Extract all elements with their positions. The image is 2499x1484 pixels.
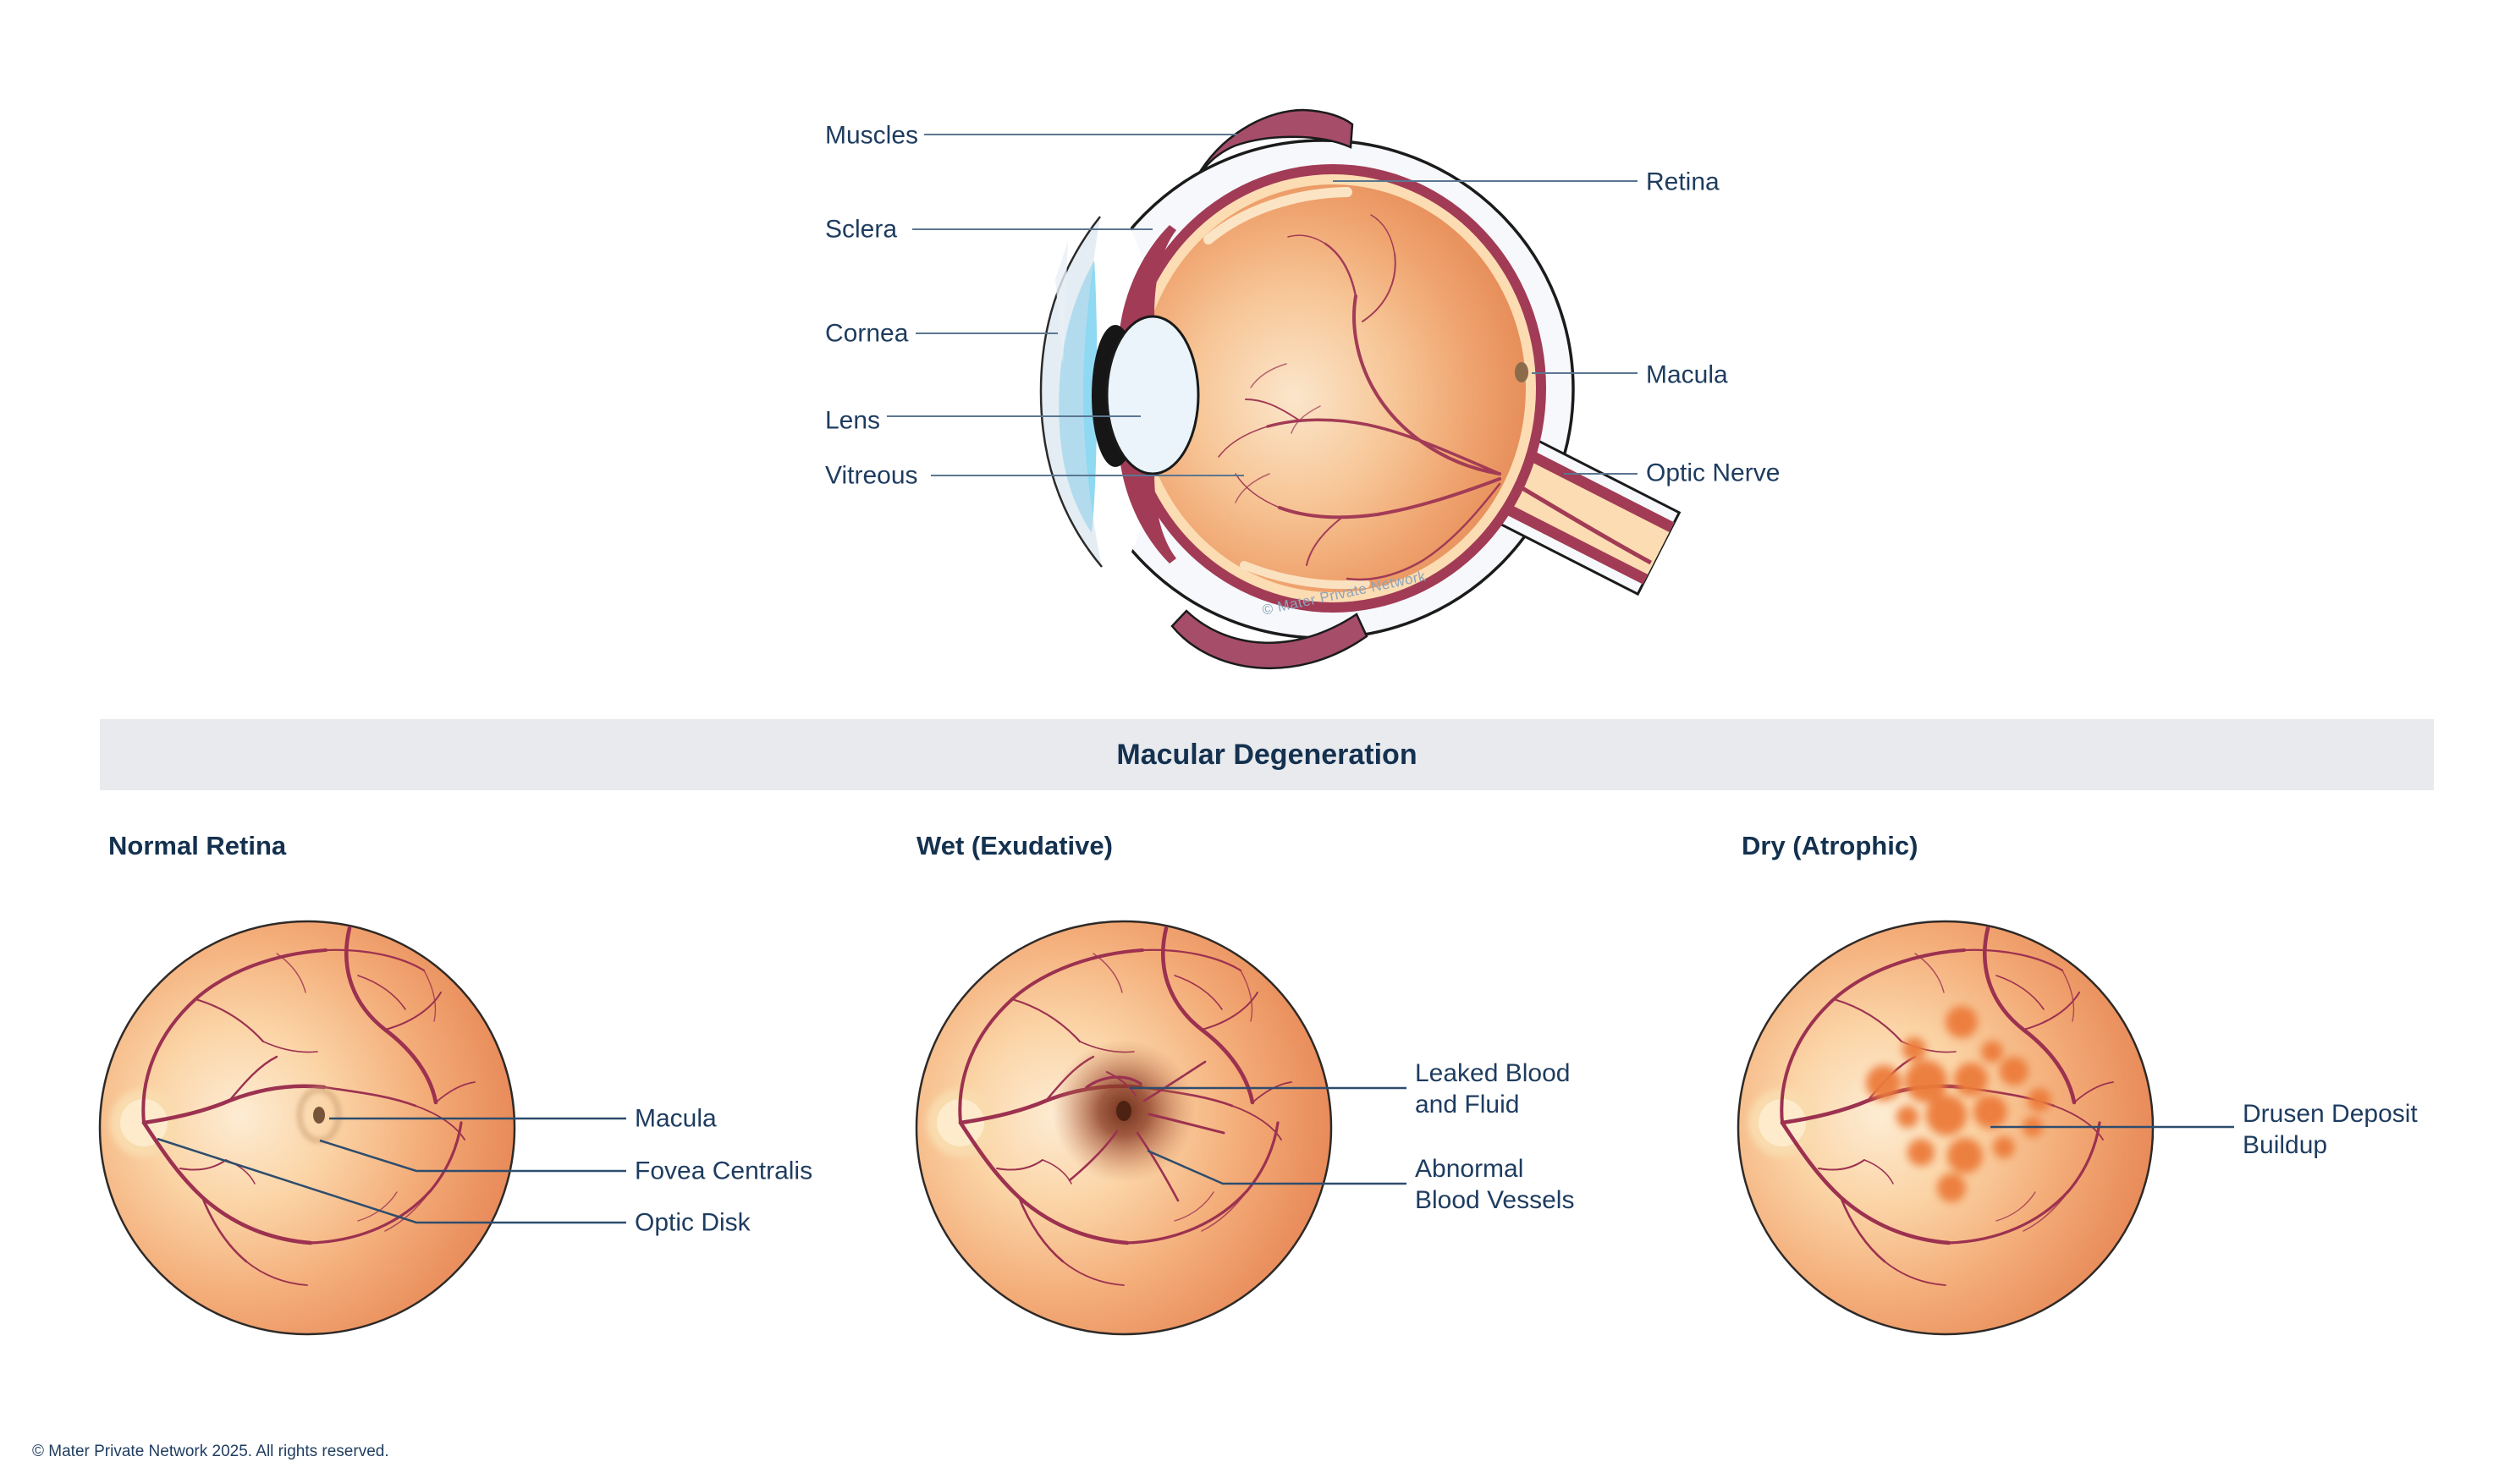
label-cornea: Cornea xyxy=(825,319,909,348)
eye-leader-lines xyxy=(887,134,1638,476)
drusen-deposit-cluster xyxy=(1866,1006,2051,1202)
lens-shape xyxy=(1105,315,1200,475)
macula-dot xyxy=(1515,362,1528,382)
label-leaked-blood-line2: and Fluid xyxy=(1415,1091,1520,1118)
cornea-outline xyxy=(1039,216,1103,568)
fovea-centralis-leader-line xyxy=(319,1139,626,1173)
vitreous-shape xyxy=(1140,184,1526,592)
heading-wet-exudative: Wet (Exudative) xyxy=(916,831,1113,860)
vitreous-blood-vessels xyxy=(1218,214,1501,581)
label-abnormal-vessels-line1: Abnormal xyxy=(1415,1155,1524,1183)
ciliary-body-bottom-shape xyxy=(1119,442,1176,563)
eye-cross-section-illustration xyxy=(1024,108,1682,669)
label-macula: Macula xyxy=(1646,360,1728,389)
label-optic-nerve: Optic Nerve xyxy=(1646,459,1781,487)
lesion-dark-spot xyxy=(1116,1101,1131,1121)
macular-degeneration-banner: Macular Degeneration xyxy=(100,719,2434,790)
label-leaked-blood: Leaked Blood and Fluid xyxy=(1415,1058,1571,1120)
abnormal-blood-vessels xyxy=(1068,1060,1225,1202)
fundus-wet-exudative xyxy=(916,921,1331,1334)
label-optic-disk: Optic Disk xyxy=(635,1208,751,1237)
label-drusen-deposit-line2: Buildup xyxy=(2243,1131,2328,1159)
banner-title: Macular Degeneration xyxy=(1116,738,1417,771)
label-drusen-deposit: Drusen Deposit Buildup xyxy=(2243,1098,2418,1161)
optic-disk-leader-line xyxy=(157,1137,626,1224)
label-abnormal-vessels: Abnormal Blood Vessels xyxy=(1415,1153,1574,1216)
heading-normal-retina: Normal Retina xyxy=(108,831,287,860)
copyright-footer: © Mater Private Network 2025. All rights… xyxy=(32,1443,389,1460)
label-fundus-macula: Macula xyxy=(635,1104,717,1133)
optic-nerve-shape xyxy=(1493,437,1682,596)
label-muscles: Muscles xyxy=(825,121,919,150)
muscle-top-shape xyxy=(1198,108,1354,173)
muscle-bottom-shape xyxy=(1170,609,1368,669)
macula-ring xyxy=(296,1086,342,1144)
fundus-dry-atrophic xyxy=(1738,921,2153,1334)
fundus-normal-retina xyxy=(100,921,515,1334)
retina-highlight-arc-top xyxy=(1203,187,1352,245)
label-abnormal-vessels-line2: Blood Vessels xyxy=(1415,1186,1575,1214)
fundus-leader-lines xyxy=(157,1086,2234,1224)
label-vitreous: Vitreous xyxy=(825,461,918,490)
label-fovea-centralis: Fovea Centralis xyxy=(635,1157,813,1185)
label-lens: Lens xyxy=(825,406,881,435)
cornea-highlight xyxy=(1055,241,1068,364)
abnormal-vessels-leader-line xyxy=(1147,1149,1406,1185)
heading-dry-atrophic: Dry (Atrophic) xyxy=(1742,831,1918,860)
label-drusen-deposit-line1: Drusen Deposit xyxy=(2243,1100,2418,1128)
fundus-artwork xyxy=(100,921,515,1334)
ciliary-body-top-shape xyxy=(1119,225,1176,346)
label-leaked-blood-line1: Leaked Blood xyxy=(1415,1059,1571,1087)
label-sclera: Sclera xyxy=(825,215,898,244)
cornea-shape xyxy=(1041,217,1102,567)
eye-front-segment xyxy=(1039,216,1200,568)
retina-highlight-arc-bottom xyxy=(1240,561,1370,590)
fovea-dot xyxy=(313,1107,325,1124)
label-retina: Retina xyxy=(1646,168,1720,196)
